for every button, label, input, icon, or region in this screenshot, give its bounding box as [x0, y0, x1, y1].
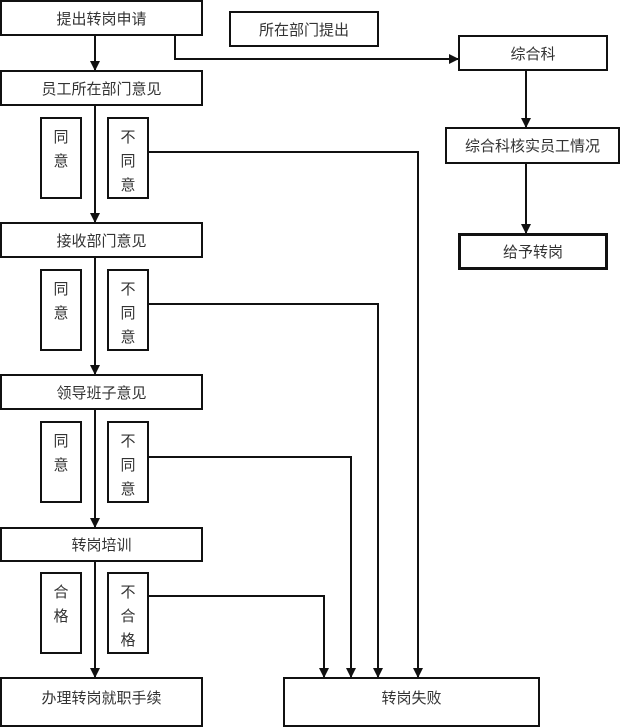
- step-verify-employee: 综合科核实员工情况: [445, 127, 620, 164]
- step-dept-opinion: 员工所在部门意见: [0, 70, 203, 106]
- step-transfer-failed: 转岗失败: [283, 677, 540, 727]
- step-label: 综合科核实员工情况: [464, 137, 600, 155]
- step-label: 给予转岗: [502, 243, 563, 261]
- step-apply: 提出转岗申请: [0, 0, 203, 36]
- decision-agree-2: 同 意: [40, 269, 82, 351]
- decision-disagree-2: 不 同 意: [107, 269, 149, 351]
- decision-char: 不: [120, 432, 136, 450]
- decision-char: 同: [120, 152, 136, 170]
- decision-char: 意: [53, 456, 69, 474]
- decision-char: 不: [120, 583, 136, 601]
- decision-char: 意: [53, 304, 69, 322]
- arrow-apply-to-general-office: [174, 35, 459, 64]
- step-label: 综合科: [510, 44, 556, 63]
- decision-char: 同: [53, 432, 69, 450]
- decision-char: 合: [120, 607, 136, 625]
- arrow-reject-1-to-failure: [149, 151, 423, 678]
- decision-char: 意: [53, 152, 69, 170]
- step-general-office: 综合科: [458, 35, 608, 71]
- decision-char: 同: [53, 128, 69, 146]
- note-dept-initiated: 所在部门提出: [229, 11, 379, 47]
- decision-char: 意: [120, 176, 136, 194]
- decision-agree-3: 同 意: [40, 421, 82, 503]
- step-label: 转岗失败: [381, 689, 442, 707]
- arrow-reject-4-to-failure: [149, 595, 329, 678]
- step-label: 领导班子意见: [56, 383, 147, 402]
- decision-char: 同: [53, 280, 69, 298]
- decision-agree-1: 同 意: [40, 117, 82, 199]
- step-leadership-opinion: 领导班子意见: [0, 374, 203, 410]
- decision-char: 同: [120, 456, 136, 474]
- arrow-reject-3-to-failure: [149, 456, 356, 678]
- decision-fail: 不 合 格: [107, 572, 149, 654]
- decision-char: 同: [120, 304, 136, 322]
- decision-char: 不: [120, 280, 136, 298]
- step-onboarding: 办理转岗就职手续: [0, 677, 203, 727]
- step-label: 接收部门意见: [56, 231, 147, 250]
- arrow-reject-2-to-failure: [149, 303, 383, 678]
- step-label: 员工所在部门意见: [41, 79, 162, 98]
- step-grant-transfer: 给予转岗: [458, 233, 608, 270]
- decision-char: 意: [120, 480, 136, 498]
- decision-disagree-3: 不 同 意: [107, 421, 149, 503]
- decision-char: 格: [120, 631, 136, 649]
- decision-char: 不: [120, 128, 136, 146]
- step-receiving-dept-opinion: 接收部门意见: [0, 222, 203, 258]
- decision-char: 意: [120, 328, 136, 346]
- note-label: 所在部门提出: [258, 20, 349, 39]
- decision-char: 合: [53, 583, 69, 601]
- step-label: 提出转岗申请: [56, 9, 147, 28]
- step-training: 转岗培训: [0, 527, 203, 562]
- step-label: 办理转岗就职手续: [41, 689, 162, 707]
- decision-pass: 合 格: [40, 572, 82, 654]
- step-label: 转岗培训: [71, 536, 132, 554]
- decision-disagree-1: 不 同 意: [107, 117, 149, 199]
- decision-char: 格: [53, 607, 69, 625]
